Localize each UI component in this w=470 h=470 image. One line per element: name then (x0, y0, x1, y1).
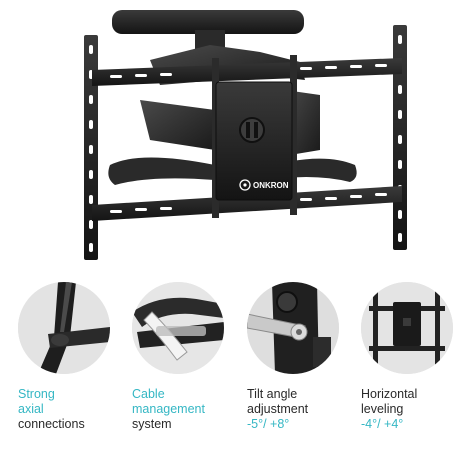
tilt-adjustment-photo (247, 282, 339, 374)
adjustment-knob (239, 117, 265, 143)
horizontal-bar-top (92, 58, 402, 86)
caption-line: management (132, 402, 205, 416)
feature-horizontal-leveling: Horizontal leveling -4°/ +4° (361, 282, 457, 431)
feature-tilt-angle-adjustment: Tilt angle adjustment -5°/ +8° (247, 282, 343, 431)
horizontal-leveling-photo (361, 282, 453, 374)
tv-wall-mount-product-image: ONKRON (84, 10, 407, 260)
feature-caption: Cable management system (132, 387, 252, 432)
cable-management-photo (132, 282, 224, 374)
caption-line: leveling (361, 402, 404, 416)
caption-line: Horizontal (361, 387, 418, 401)
caption-line: -5°/ +8° (247, 417, 290, 431)
caption-line: Tilt angle (247, 387, 298, 401)
wall-plate-top (112, 10, 304, 34)
onkron-logo: ONKRON (239, 179, 289, 191)
caption-line: axial (18, 402, 44, 416)
feature-strong-axial-connections: Strong axial connections (18, 282, 114, 431)
caption-line: adjustment (247, 402, 309, 416)
articulating-arm-lower (108, 157, 215, 185)
caption-line: system (132, 417, 172, 431)
svg-text:ONKRON: ONKRON (253, 181, 289, 190)
feature-caption: Tilt angle adjustment -5°/ +8° (247, 387, 367, 432)
caption-line: -4°/ +4° (361, 417, 404, 431)
feature-caption: Strong axial connections (18, 387, 138, 432)
caption-line: Cable (132, 387, 165, 401)
horizontal-bar-bottom (92, 186, 402, 221)
caption-line: connections (18, 417, 85, 431)
caption-line: Strong (18, 387, 55, 401)
feature-cable-management-system: Cable management system (132, 282, 228, 431)
feature-caption: Horizontal leveling -4°/ +4° (361, 387, 470, 432)
strong-axial-connection-photo (18, 282, 110, 374)
